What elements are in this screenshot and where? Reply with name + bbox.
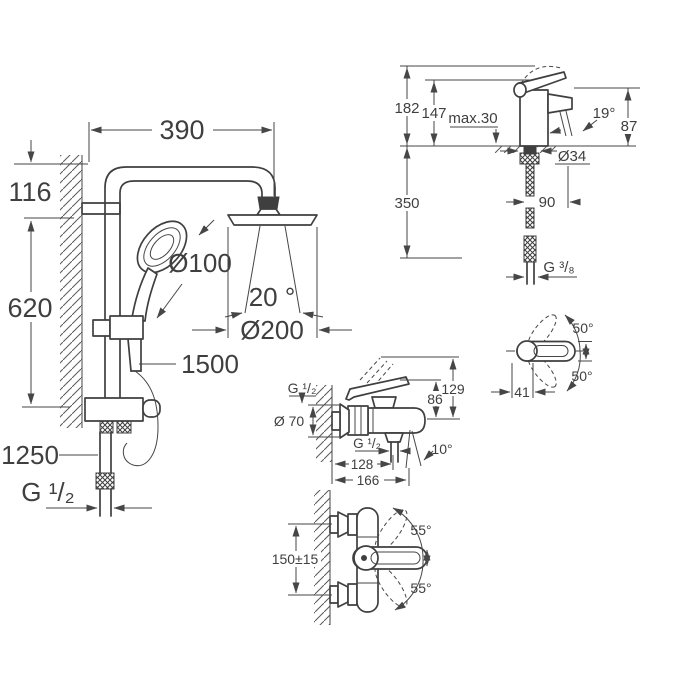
label-g12-outlet: G ¹/₂: [353, 436, 381, 451]
deck-hatch: [495, 146, 521, 153]
label-1500: 1500: [181, 349, 239, 379]
dim-spout-angle: 10°: [405, 429, 453, 469]
label-86: 86: [427, 391, 443, 407]
label-128: 128: [351, 457, 374, 472]
label-620: 620: [7, 293, 52, 323]
label-150pm15: 150±15: [272, 551, 319, 567]
label-350: 350: [394, 195, 419, 212]
label-d70: Ø 70: [274, 413, 305, 429]
dim-max-deck: max.30: [448, 110, 500, 144]
label-50down: 50°: [571, 368, 592, 384]
label-1250: 1250: [1, 440, 59, 470]
spray-cone: [244, 225, 301, 314]
dim-basin-thread: G ³/₈: [506, 259, 577, 281]
label-d200: Ø200: [240, 315, 304, 345]
dim-total-height-129: 129: [381, 356, 465, 420]
dim-hose-drop: 1250: [1, 440, 98, 470]
dim-top-width: 390: [88, 115, 275, 196]
mixer-handle: [352, 509, 428, 608]
wall-hatching: [60, 155, 83, 428]
label-20deg: 20 °: [249, 282, 296, 312]
label-g38: G ³/₈: [543, 259, 574, 276]
label-41: 41: [514, 384, 530, 400]
label-55down: 55°: [410, 580, 431, 596]
label-10deg: 10°: [431, 441, 452, 457]
dim-spray-angle: 19°: [549, 105, 616, 134]
label-182: 182: [394, 100, 419, 117]
dim-lever-reach: 41: [491, 363, 555, 400]
label-87: 87: [621, 118, 638, 135]
basin-mixer-view: 182 147 max.30 19° 87: [394, 65, 640, 285]
supply-hose-upper: [525, 163, 535, 197]
dim-head-diameter: Ø200: [192, 227, 352, 345]
label-19deg: 19°: [593, 105, 616, 122]
dim-swing-arc-55: 55° 55°: [392, 507, 432, 611]
label-390: 390: [159, 115, 204, 145]
dim-projection-166: 166: [334, 468, 410, 488]
shower-hose: [122, 370, 159, 467]
dim-spout-height: 87: [617, 88, 640, 146]
lever-handle: [516, 314, 576, 388]
head-shower: [227, 196, 318, 226]
dim-swivel-angle: 20 °: [224, 282, 324, 319]
label-g12: G ¹/₂: [21, 477, 74, 507]
hand-shower: [127, 220, 188, 372]
top-union: [329, 511, 358, 538]
dim-swing-arc: 50° 50°: [564, 314, 594, 392]
dim-hose-length: 1500: [139, 349, 239, 379]
supply-connector: [523, 235, 537, 263]
dim-escutcheon: Ø 70: [274, 404, 339, 438]
label-50up: 50°: [572, 320, 593, 336]
label-116: 116: [8, 177, 51, 207]
supply-hose: [95, 431, 115, 517]
wall-hatching-bath: [316, 385, 333, 484]
bottom-union: [329, 581, 358, 608]
basin-faucet-body: [513, 65, 573, 285]
dim-lever-height: 147: [421, 80, 448, 146]
label-d100: Ø100: [168, 248, 232, 278]
label-147: 147: [421, 105, 446, 122]
dim-total-height: 182: [394, 66, 421, 146]
label-d34: Ø34: [558, 148, 586, 165]
dim-connection-thread: G ¹/₂: [21, 477, 152, 512]
label-166: 166: [357, 473, 380, 488]
label-max30: max.30: [448, 110, 497, 127]
dim-outlet-thread: G ¹/₂: [353, 436, 411, 455]
dim-connection-distance: 150±15: [271, 523, 332, 596]
lever-swing-view: 50° 50° 41: [491, 314, 594, 400]
label-90: 90: [539, 194, 556, 211]
label-55up: 55°: [410, 522, 431, 538]
outlet-elbow: [84, 397, 161, 434]
dim-wall-thread: G ¹/₂: [288, 380, 317, 404]
label-g12-wall: G ¹/₂: [288, 380, 317, 396]
dim-head-offset: 116: [8, 140, 88, 219]
dim-body-height: 86: [400, 379, 446, 418]
dim-outlet-distance: 128: [334, 455, 394, 472]
bath-mixer-view: G ¹/₂ Ø 70 10° G ¹/₂ 128: [274, 356, 465, 488]
dim-rail-height: 620: [6, 220, 70, 408]
dim-projection: 90: [506, 166, 581, 211]
wall-bracket: [81, 202, 121, 215]
hand-shower-holder: [92, 315, 144, 340]
bath-mixer-body: [331, 357, 426, 463]
label-129: 129: [441, 381, 465, 397]
dim-lever-thickness: [578, 341, 592, 362]
dim-hand-shower-diameter: Ø100: [156, 219, 232, 319]
dim-base-diameter: Ø34: [500, 147, 590, 165]
shower-system-view: 390 116 620 Ø100 20 °: [1, 115, 352, 517]
wall-mixer-top-view: 55° 55° 150±15: [271, 490, 432, 625]
dim-supply-length: 350: [394, 146, 421, 258]
